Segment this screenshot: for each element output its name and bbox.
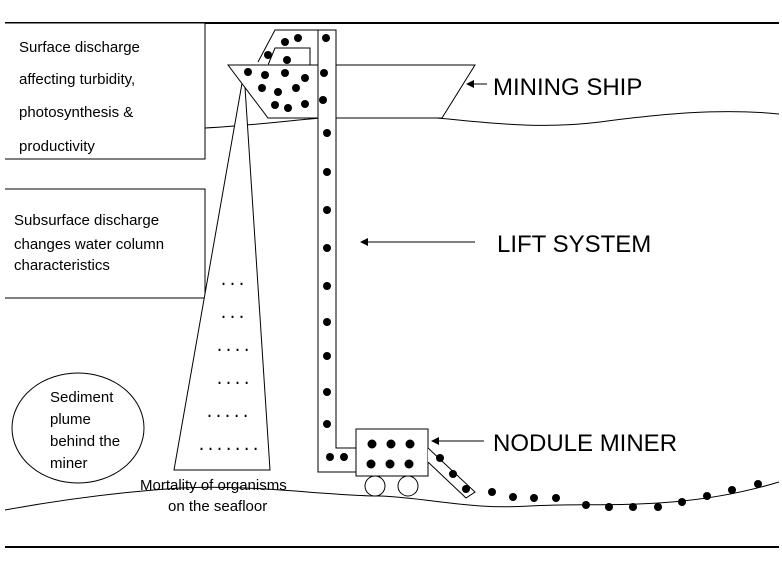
sediment-plume-ellipse xyxy=(11,372,145,484)
sediment-plume-line-4: miner xyxy=(50,455,88,472)
arrow-nodule-miner xyxy=(431,437,484,445)
mining-ship-label: MINING SHIP xyxy=(493,74,642,101)
mortality-line-2: on the seafloor xyxy=(168,498,267,515)
arrow-mining-ship xyxy=(466,80,487,88)
plume-dots-row-3: .... xyxy=(215,337,251,355)
subsurface-discharge-line-3: characteristics xyxy=(14,257,110,274)
ship-nodules xyxy=(244,34,330,112)
surface-discharge-line-4: productivity xyxy=(19,138,95,155)
surface-discharge-box xyxy=(5,22,206,160)
nodule-miner-label: NODULE MINER xyxy=(493,430,677,457)
arrow-lift-system xyxy=(360,238,475,246)
surface-discharge-line-2: affecting turbidity, xyxy=(19,71,135,88)
subsurface-discharge-line-2: changes water column xyxy=(14,236,164,253)
sediment-plume-line-2: plume xyxy=(50,411,91,428)
surface-discharge-line-1: Surface discharge xyxy=(19,39,140,56)
pipe-nodules xyxy=(323,129,348,461)
subsurface-discharge-line-1: Subsurface discharge xyxy=(14,212,159,229)
miner-wheel-right xyxy=(397,475,419,497)
lift-system-label: LIFT SYSTEM xyxy=(497,231,651,258)
sediment-plume-line-3: behind the xyxy=(50,433,120,450)
sediment-plume-line-1: Sediment xyxy=(50,389,114,406)
miner-wheel-left xyxy=(364,475,386,497)
miner-nodules xyxy=(366,439,470,493)
seafloor-nodules xyxy=(488,480,762,511)
seafloor-line xyxy=(4,481,780,511)
plume-dots-row-4: .... xyxy=(215,370,251,388)
plume-dots-row-1: ... xyxy=(219,271,246,289)
plume-dots-row-2: ... xyxy=(219,304,246,322)
discharge-plume-cone xyxy=(173,71,271,471)
nodule-miner-body xyxy=(355,428,429,477)
surface-discharge-line-3: photosynthesis & xyxy=(19,104,133,121)
plume-dots-row-6: ....... xyxy=(197,436,260,454)
plume-dots-row-5: ..... xyxy=(205,403,250,421)
subsurface-discharge-box xyxy=(5,188,206,299)
mortality-line-1: Mortality of organisms xyxy=(140,477,287,494)
